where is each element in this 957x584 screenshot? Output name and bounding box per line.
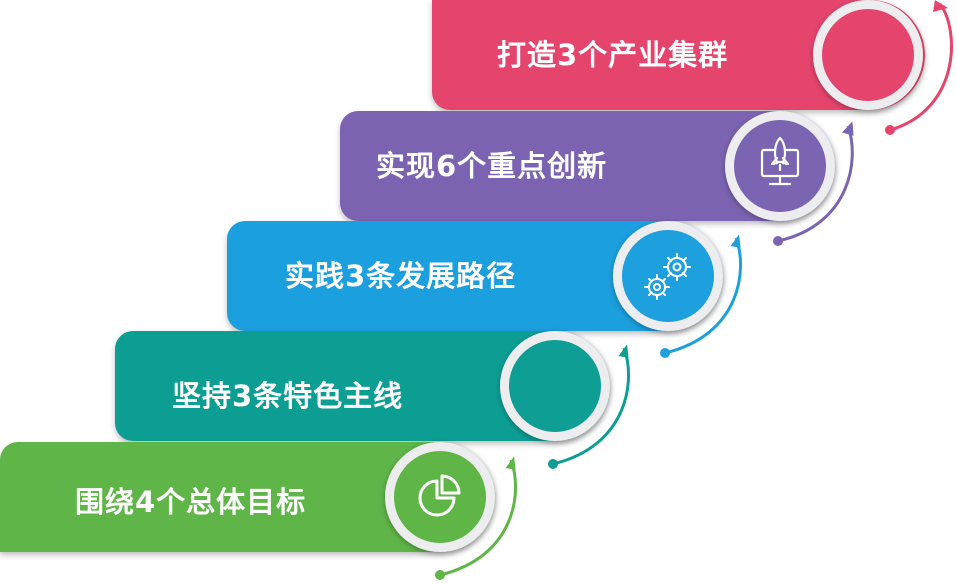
step-3-arc-arrow <box>664 237 742 355</box>
step-4-dot <box>548 459 558 469</box>
step-3 <box>227 221 742 358</box>
step-5-arc-arrow <box>439 459 517 577</box>
step-5-bar <box>0 442 495 552</box>
step-5 <box>0 442 517 580</box>
step-5-dot <box>435 570 445 580</box>
step-4-label: 坚持3条特色主线 <box>172 379 404 413</box>
step-3-bar <box>227 221 723 331</box>
step-5-arrowhead <box>505 456 516 470</box>
step-5-label: 围绕4个总体目标 <box>75 485 307 519</box>
step-3-label: 实践3条发展路径 <box>285 259 517 293</box>
step-1-circle <box>822 9 914 101</box>
step-2 <box>340 111 854 246</box>
step-4-bar <box>115 331 610 441</box>
step-3-dot <box>660 348 670 358</box>
step-4-arrowhead <box>618 344 629 358</box>
rocket-monitor-icon <box>760 136 800 186</box>
step-1-dot <box>885 125 895 135</box>
step-1-arc-arrow <box>889 3 953 132</box>
step-4-circle <box>509 340 601 432</box>
step-4 <box>115 331 630 469</box>
step-1 <box>432 0 953 135</box>
step-1-label: 打造3个产业集群 <box>497 38 729 72</box>
gears-icon <box>644 253 691 300</box>
step-3-arrowhead <box>730 234 741 248</box>
step-2-dot <box>773 236 783 246</box>
pie-chart-icon <box>418 474 461 517</box>
step-1-arrowhead <box>933 0 948 12</box>
step-1-bar <box>432 0 925 110</box>
step-4-arc-arrow <box>552 347 630 466</box>
step-2-arrowhead <box>841 121 854 136</box>
step-2-arc-arrow <box>777 125 854 243</box>
step-2-label: 实现6个重点创新 <box>376 149 608 183</box>
step-2-bar <box>340 111 835 221</box>
